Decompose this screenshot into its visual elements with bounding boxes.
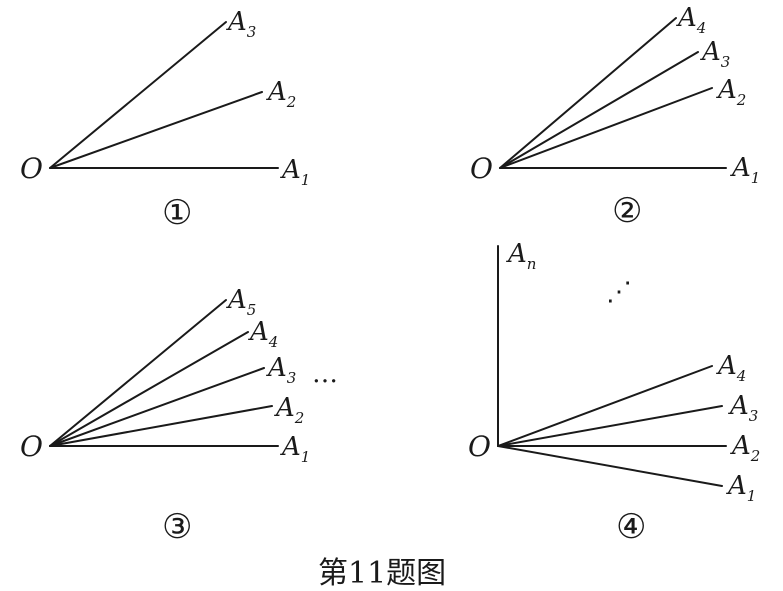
origin-label: O — [468, 430, 491, 463]
ray-oa2 — [49, 405, 273, 447]
ray-label-a2: A2 — [274, 393, 304, 427]
panel-number: ④ — [616, 507, 646, 547]
panel-3: O A1 A2 A3 A4 A5 … ③ — [20, 285, 338, 547]
ray-label-a1: A1 — [726, 471, 756, 505]
ray-oa2 — [499, 87, 713, 169]
ray-oa3 — [497, 405, 723, 447]
ray-oa4 — [499, 17, 677, 169]
ray-label-a3: A3 — [226, 7, 256, 41]
ray-label-a3: A3 — [728, 391, 758, 425]
origin-label: O — [20, 430, 43, 463]
ray-label-a2: A2 — [730, 431, 760, 465]
ray-label-a1: A1 — [730, 153, 760, 187]
origin-label: O — [20, 152, 43, 185]
ray-label-a2: A2 — [716, 75, 746, 109]
panel-1: O A1 A2 A3 ① — [20, 7, 310, 233]
ray-label-a4: A4 — [676, 3, 706, 37]
ray-label-a3: A3 — [700, 37, 730, 71]
panel-4: O An A4 A3 A2 A1 ⋰ ④ — [468, 239, 760, 547]
panel-number: ③ — [162, 507, 192, 547]
ray-label-a1: A1 — [280, 155, 310, 189]
ray-oa1 — [497, 445, 723, 487]
origin-label: O — [470, 152, 493, 185]
ray-oa4 — [49, 331, 249, 447]
continuation-dots: ⋰ — [606, 277, 632, 307]
ray-oa2 — [49, 91, 263, 169]
ray-oa4 — [497, 365, 713, 447]
continuation-dots: … — [312, 359, 338, 389]
ray-oa3 — [49, 21, 227, 169]
ray-label-a4: A4 — [248, 317, 278, 351]
ray-label-a3: A3 — [266, 353, 296, 387]
figure-caption: 第11题图 — [318, 556, 446, 591]
ray-oa5 — [49, 299, 227, 447]
ray-label-a2: A2 — [266, 77, 296, 111]
ray-oa3 — [49, 367, 265, 447]
ray-label-a5: A5 — [226, 285, 256, 319]
panel-2: O A1 A2 A3 A4 ② — [470, 3, 760, 231]
ray-oa3 — [499, 51, 699, 169]
ray-label-an: An — [506, 239, 536, 273]
panel-number: ① — [162, 193, 192, 233]
ray-label-a1: A1 — [280, 432, 310, 466]
ray-label-a4: A4 — [716, 351, 746, 385]
panel-number: ② — [612, 191, 642, 231]
